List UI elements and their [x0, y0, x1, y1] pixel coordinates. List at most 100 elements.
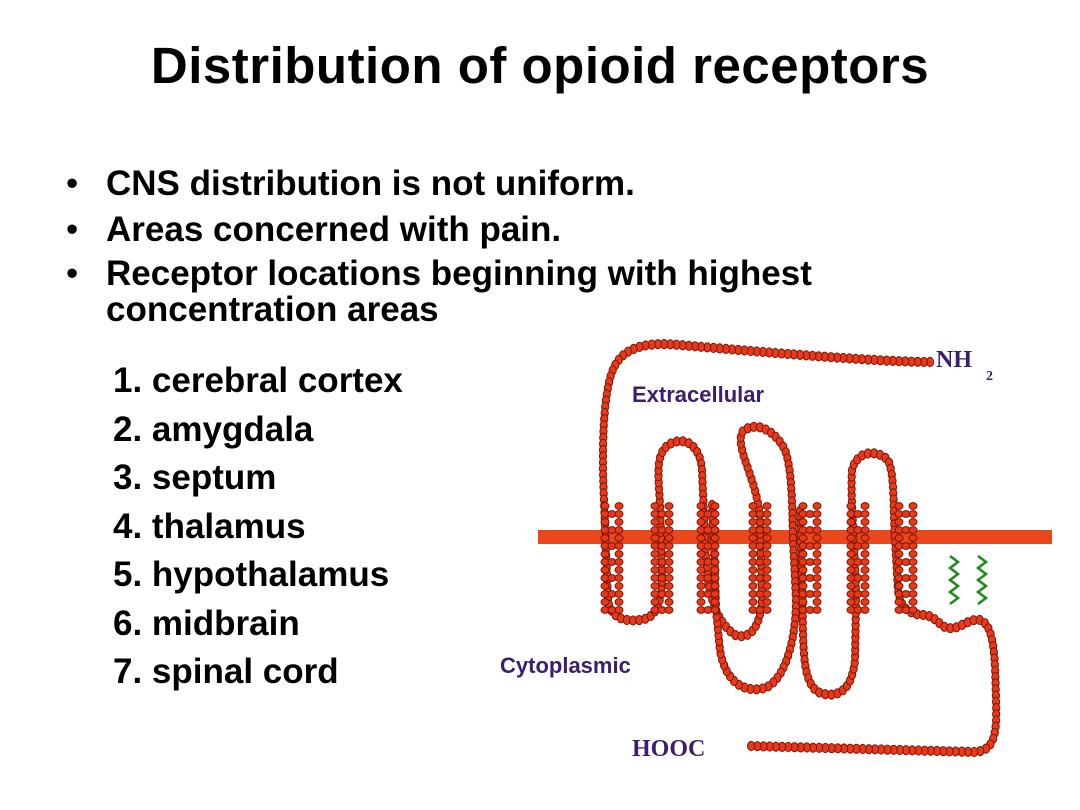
- helix-residue-bead: [860, 518, 870, 526]
- helix-residue-bead: [614, 558, 624, 566]
- helix-residue-bead: [664, 534, 674, 542]
- helix-residue-bead: [710, 606, 720, 614]
- bullet-item: •Areas concerned with pain.: [62, 210, 1006, 250]
- helix-residue-bead: [650, 550, 660, 558]
- helix-residue-bead: [860, 502, 870, 510]
- location-item: 1. cerebral cortex: [113, 361, 403, 400]
- helix-residue-bead: [614, 590, 624, 598]
- helix-residue-bead: [664, 526, 674, 534]
- helix-residue-bead: [650, 534, 660, 542]
- bullet-text: CNS distribution is not uniform.: [106, 164, 635, 203]
- helix-residue-bead: [908, 606, 918, 614]
- helix-residue-bead: [908, 574, 918, 582]
- bullet-dot-icon: •: [66, 254, 79, 293]
- helix-residue-bead: [846, 518, 856, 526]
- helix-residue-bead: [798, 534, 808, 542]
- helix-residue-bead: [650, 598, 660, 606]
- helix-residue-bead: [860, 598, 870, 606]
- helix-residue-bead: [798, 566, 808, 574]
- helix-residue-bead: [846, 534, 856, 542]
- slide-title: Distribution of opioid receptors: [150, 37, 930, 94]
- helix-residue-bead: [908, 550, 918, 558]
- helix-residue-bead: [846, 502, 856, 510]
- palmitoyl-anchor: [975, 555, 989, 605]
- helix-residue-bead: [664, 566, 674, 574]
- helix-residue-bead: [894, 502, 904, 510]
- helix-residue-bead: [664, 518, 674, 526]
- helix-residue-bead: [614, 526, 624, 534]
- helix-residue-bead: [696, 566, 706, 574]
- bullet-list: • CNS distribution is not uniform. •Areas…: [62, 164, 1006, 328]
- bullet-dot-icon: •: [66, 164, 79, 203]
- helix-residue-bead: [650, 518, 660, 526]
- helix-residue-bead: [710, 566, 720, 574]
- helix-residue-bead: [894, 518, 904, 526]
- helix-residue-bead: [894, 598, 904, 606]
- helix-residue-bead: [860, 558, 870, 566]
- helix-residue-bead: [762, 558, 772, 566]
- helix-residue-bead: [600, 598, 610, 606]
- location-item: 7. spinal cord: [113, 652, 339, 691]
- helix-residue-bead: [812, 518, 822, 526]
- helix-residue-bead: [860, 606, 870, 614]
- helix-residue-bead: [908, 566, 918, 574]
- helix-residue-bead: [894, 582, 904, 590]
- helix-residue-bead: [812, 606, 822, 614]
- helix-residue-bead: [812, 550, 822, 558]
- helix-residue-bead: [664, 550, 674, 558]
- helix-residue-bead: [812, 590, 822, 598]
- helix-residue-bead: [846, 598, 856, 606]
- helix-residue-bead: [614, 606, 624, 614]
- helix-residue-bead: [696, 598, 706, 606]
- helix-residue-bead: [664, 598, 674, 606]
- helix-residue-bead: [748, 582, 758, 590]
- helix-residue-bead: [748, 550, 758, 558]
- helix-residue-bead: [860, 566, 870, 574]
- helix-residue-bead: [762, 502, 772, 510]
- helix-residue-bead: [710, 518, 720, 526]
- helix-residue-bead: [600, 502, 610, 510]
- helix-residue-bead: [664, 542, 674, 550]
- receptor-location-list: 1. cerebral cortex 2. amygdala 3. septum…: [113, 357, 403, 697]
- helix-residue-bead: [664, 558, 674, 566]
- helix-residue-bead: [860, 550, 870, 558]
- helix-residue-bead: [600, 518, 610, 526]
- helix-residue-bead: [762, 518, 772, 526]
- helix-residue-bead: [748, 518, 758, 526]
- bullet-item: • CNS distribution is not uniform.: [62, 164, 1006, 204]
- helix-residue-bead: [710, 574, 720, 582]
- extracellular-label: Extracellular: [632, 382, 765, 407]
- helix-residue-bead: [664, 574, 674, 582]
- helix-residue-bead: [860, 534, 870, 542]
- helix-residue-bead: [614, 550, 624, 558]
- location-item: 5. hypothalamus: [113, 555, 390, 594]
- helix-residue-bead: [762, 606, 772, 614]
- helix-residue-bead: [812, 598, 822, 606]
- location-item: 4. thalamus: [113, 506, 306, 546]
- helix-residue-bead: [710, 598, 720, 606]
- helix-residue-bead: [650, 502, 660, 510]
- helix-residue-bead: [860, 542, 870, 550]
- helix-residue-bead: [762, 590, 772, 598]
- helix-residue-bead: [762, 574, 772, 582]
- cytoplasmic-label: Cytoplasmic: [500, 653, 631, 678]
- helix-residue-bead: [696, 534, 706, 542]
- helix-residue-bead: [894, 534, 904, 542]
- helix-residue-bead: [860, 510, 870, 518]
- helix-residue-bead: [908, 598, 918, 606]
- helix-residue-bead: [748, 534, 758, 542]
- location-item: 2. amygdala: [113, 409, 314, 449]
- helix-residue-bead: [908, 526, 918, 534]
- bullet-dot-icon: •: [66, 210, 79, 249]
- helix-residue-bead: [798, 502, 808, 510]
- helix-residue-bead: [812, 558, 822, 566]
- helix-residue-bead: [894, 550, 904, 558]
- helix-residue-bead: [812, 534, 822, 542]
- hooc-label: HOOC: [632, 736, 705, 762]
- helix-residue-bead: [696, 518, 706, 526]
- helix-residue-bead: [812, 542, 822, 550]
- helix-residue-bead: [762, 566, 772, 574]
- helix-residue-bead: [696, 550, 706, 558]
- helix-residue-bead: [812, 510, 822, 518]
